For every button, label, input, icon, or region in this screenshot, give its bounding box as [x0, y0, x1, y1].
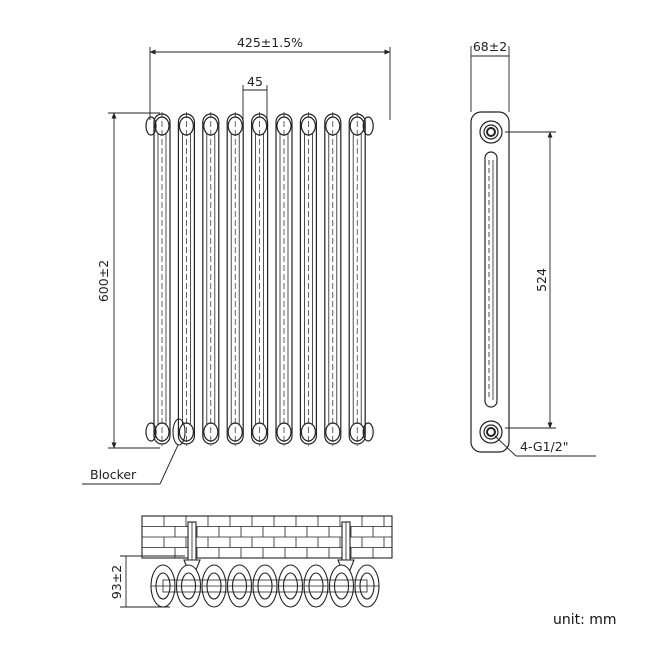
header-end-cap [362, 422, 374, 442]
height-dimension [108, 112, 160, 449]
plan-view [120, 515, 393, 608]
centres-dimension [505, 131, 556, 429]
front-column [275, 112, 293, 446]
depth-dimension [470, 46, 510, 112]
depth-label: 68±2 [473, 39, 507, 54]
plan-columns [150, 564, 380, 608]
pitch-dimension [242, 85, 268, 122]
height-label: 600±2 [96, 260, 111, 302]
top-port [479, 120, 503, 144]
bottom-port [479, 420, 503, 444]
front-column [153, 112, 171, 446]
header-end-cap [362, 116, 374, 136]
centres-label: 524 [534, 268, 549, 292]
pitch-label: 45 [247, 74, 263, 89]
side-view [470, 46, 596, 457]
connection-leader [494, 435, 596, 457]
plan-column [201, 564, 227, 608]
header-end-cap [145, 422, 157, 442]
plan-column [175, 564, 202, 608]
brick-wall [141, 515, 393, 559]
blocker-leader [82, 418, 186, 485]
front-column [348, 112, 366, 446]
front-view [82, 47, 391, 485]
front-column [202, 112, 220, 446]
connection-label: 4-G1/2" [520, 439, 568, 454]
plan-column [328, 564, 355, 608]
blocker-label: Blocker [90, 467, 137, 482]
wall-gap-label: 93±2 [109, 565, 124, 599]
side-body [470, 111, 510, 453]
front-column [299, 112, 317, 446]
unit-label: unit: mm [553, 612, 617, 628]
plan-column [277, 564, 304, 608]
side-slot [484, 151, 498, 408]
front-column [226, 112, 244, 446]
plan-header [162, 579, 368, 593]
front-column [251, 112, 269, 446]
plan-column [303, 564, 329, 608]
front-columns [145, 112, 374, 446]
plan-column [226, 564, 253, 608]
width-dimension [149, 47, 391, 120]
width-label: 425±1.5% [237, 35, 303, 50]
wall-gap-dimension [120, 555, 185, 608]
front-column [177, 112, 195, 446]
front-column [324, 112, 342, 446]
plan-column [252, 564, 278, 608]
header-end-cap [145, 116, 157, 136]
